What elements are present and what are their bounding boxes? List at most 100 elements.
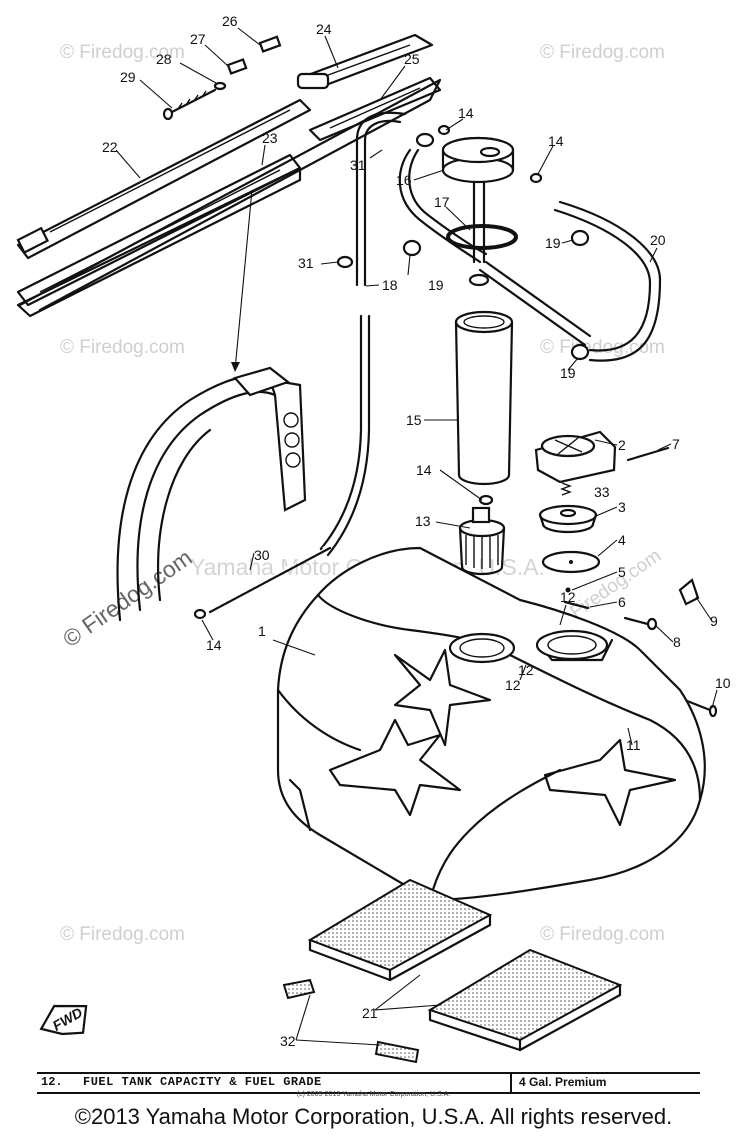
callout-label: 20 bbox=[650, 232, 666, 248]
callout-label: 12 bbox=[560, 589, 576, 605]
callout-label: 31 bbox=[298, 255, 314, 271]
clamp-14 bbox=[437, 124, 451, 136]
callout-label: 27 bbox=[190, 31, 206, 47]
caption-title: FUEL TANK CAPACITY & FUEL GRADE bbox=[83, 1075, 322, 1089]
clip-19 bbox=[402, 239, 422, 257]
watermark-text: © Firedog.com bbox=[540, 42, 665, 63]
gasket-4 bbox=[541, 550, 601, 574]
arrow-line bbox=[234, 189, 253, 371]
clamp-14 bbox=[478, 494, 494, 506]
caption-bar: 12. FUEL TANK CAPACITY & FUEL GRADE 4 Ga… bbox=[37, 1072, 700, 1094]
callout-label: 12 bbox=[505, 677, 521, 693]
gauge-2 bbox=[534, 430, 617, 484]
watermark-text: © Firedog.com bbox=[60, 924, 185, 945]
watermark-text: © Firedog.com bbox=[58, 544, 197, 652]
callout-label: 25 bbox=[404, 51, 420, 67]
bolt-29 bbox=[162, 88, 217, 121]
damper-32 bbox=[374, 1040, 420, 1064]
caption-number: 12. bbox=[41, 1075, 63, 1089]
pin-6 bbox=[563, 600, 590, 610]
callout-label: 16 bbox=[396, 172, 412, 188]
watermark-text: © Firedog.com bbox=[540, 924, 665, 945]
o-ring-17 bbox=[446, 224, 518, 250]
callout-label: 18 bbox=[382, 277, 398, 293]
pad-21 bbox=[307, 878, 493, 982]
callout-label: 24 bbox=[316, 21, 332, 37]
callout-label: 23 bbox=[262, 130, 278, 146]
callout-label: 14 bbox=[206, 637, 222, 653]
strap-22 bbox=[16, 98, 312, 260]
callout-label: 17 bbox=[434, 194, 450, 210]
callout-label: 13 bbox=[415, 513, 431, 529]
callout-label: 30 bbox=[254, 547, 270, 563]
hose-30 bbox=[208, 544, 332, 614]
arrow-head bbox=[231, 362, 240, 372]
callout-label: 6 bbox=[618, 594, 626, 610]
callout-label: 28 bbox=[156, 51, 172, 67]
vent-hose-20 bbox=[398, 148, 662, 362]
filler-cap-16 bbox=[441, 136, 515, 264]
callout-label: 1 bbox=[258, 623, 266, 639]
callout-label: 14 bbox=[458, 105, 474, 121]
clip-31 bbox=[415, 132, 435, 148]
bushing-8 bbox=[623, 616, 658, 631]
leader-lines bbox=[115, 27, 718, 1046]
callout-label: 32 bbox=[280, 1033, 296, 1049]
fwd-arrow: FWD bbox=[39, 1004, 88, 1036]
callout-label: 19 bbox=[545, 235, 561, 251]
callout-label: 8 bbox=[673, 634, 681, 650]
spring-33 bbox=[560, 482, 572, 496]
callout-label: 19 bbox=[560, 365, 576, 381]
watermark-text: © Firedog.com bbox=[60, 337, 185, 358]
strainer-13 bbox=[458, 506, 506, 576]
callout-label: 21 bbox=[362, 1005, 378, 1021]
callout-label: 10 bbox=[715, 675, 731, 691]
clip-19 bbox=[570, 229, 590, 247]
callout-label: 4 bbox=[618, 532, 626, 548]
callout-label: 33 bbox=[594, 484, 610, 500]
callout-label: 14 bbox=[416, 462, 432, 478]
fuel-hose-18 bbox=[318, 111, 407, 557]
callout-label: 11 bbox=[626, 737, 641, 753]
damper-32 bbox=[282, 978, 316, 1000]
callout-label: 2 bbox=[618, 437, 626, 453]
callout-label: 26 bbox=[222, 13, 238, 29]
tank-strap-bracket bbox=[116, 366, 307, 622]
callout-labels: 1 2 3 4 5 6 7 8 9 10 11 12 12 12 13 14 1… bbox=[102, 13, 731, 1049]
clamp-14 bbox=[193, 608, 207, 620]
callout-label: 29 bbox=[120, 69, 136, 85]
callout-label: 15 bbox=[406, 412, 422, 428]
caption-value: 4 Gal. Premium bbox=[519, 1075, 607, 1089]
watermark-text: © Firedog.com bbox=[60, 42, 185, 63]
pickup-tube bbox=[468, 273, 490, 287]
copyright-notice: ©2013 Yamaha Motor Corporation, U.S.A. A… bbox=[74, 1104, 673, 1129]
clamp-14 bbox=[529, 172, 543, 184]
pad-21 bbox=[427, 948, 623, 1052]
float-plate-3 bbox=[538, 504, 598, 534]
strap-25 bbox=[308, 76, 442, 142]
filter-15 bbox=[454, 310, 514, 486]
callout-label: 12 bbox=[518, 662, 534, 678]
strap-24 bbox=[296, 33, 434, 90]
callout-label: 9 bbox=[710, 613, 718, 629]
callout-label: 14 bbox=[548, 133, 564, 149]
washer-28 bbox=[213, 81, 227, 91]
fuel-tank-1 bbox=[276, 546, 706, 902]
ball-5 bbox=[565, 587, 571, 593]
callout-label: 22 bbox=[102, 139, 118, 155]
collar-27 bbox=[226, 58, 248, 75]
caption-small-print: (c) 2009-2015 Yamaha Motor Corporation, … bbox=[296, 1091, 451, 1098]
pin-7 bbox=[626, 446, 670, 462]
clip-19 bbox=[570, 343, 590, 361]
caption-divider bbox=[510, 1074, 512, 1092]
callout-label: 31 bbox=[350, 157, 366, 173]
callout-label: 5 bbox=[618, 564, 626, 580]
clip-31 bbox=[336, 255, 354, 269]
callout-label: 7 bbox=[672, 436, 680, 452]
pin-26 bbox=[258, 35, 282, 53]
strap-23 bbox=[16, 153, 302, 318]
callout-label: 3 bbox=[618, 499, 626, 515]
knob-9 bbox=[678, 578, 700, 606]
seat-frame bbox=[18, 78, 442, 312]
